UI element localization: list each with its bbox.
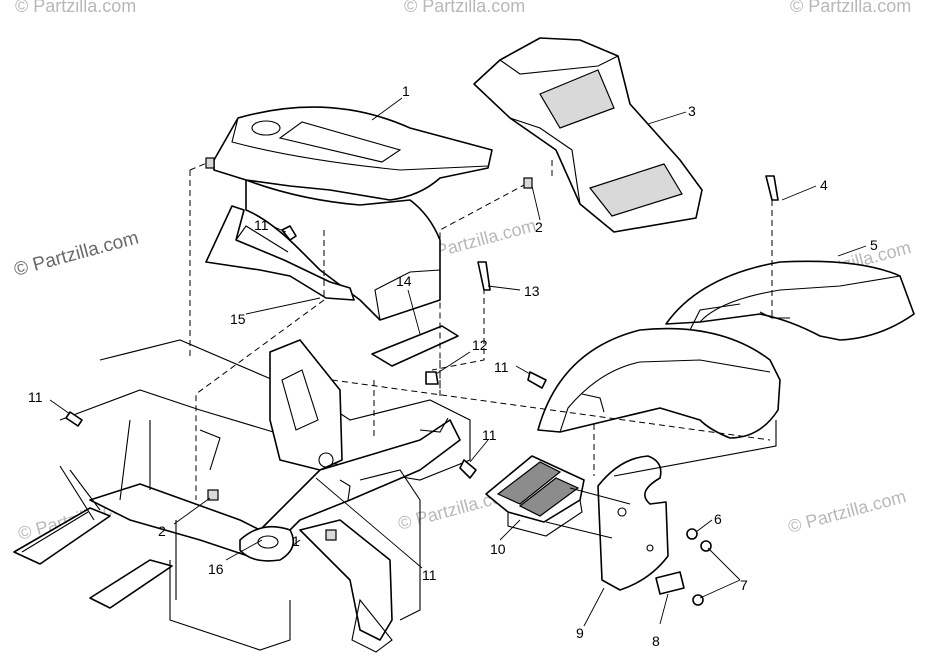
callout-11-e: 11 (422, 567, 437, 583)
callout-8: 8 (652, 633, 660, 649)
assembly-lines (189, 159, 777, 539)
part-14-bracket-plate (371, 325, 459, 367)
callout-11-c: 11 (28, 389, 43, 405)
part-8-plate (655, 571, 685, 595)
callout-11-d: 11 (482, 427, 497, 443)
part-front-fender (537, 327, 781, 439)
callout-13: 13 (524, 283, 540, 299)
rivet-icon (477, 261, 491, 291)
callout-2-top: 2 (535, 219, 543, 235)
watermark-top-center: © Partzilla.com (404, 0, 525, 16)
part-15-cab-skirt (205, 205, 355, 301)
callout-9: 9 (576, 625, 584, 641)
watermark-top-right: © Partzilla.com (790, 0, 911, 16)
callout-6: 6 (714, 511, 722, 527)
watermark-top-left: © Partzilla.com (15, 0, 136, 16)
watermark-left-large: © Partzilla.com (12, 227, 141, 280)
watermark-lower-right: © Partzilla.com (786, 486, 908, 537)
callout-12: 12 (472, 337, 488, 353)
callout-7: 7 (740, 577, 748, 593)
callout-2-bottom: 2 (158, 523, 166, 539)
hardware-items (65, 157, 779, 606)
chassis-frame (13, 339, 471, 653)
clip-icon (205, 157, 215, 169)
callout-labels: 1 3 4 5 2 11 15 14 13 12 11 11 11 6 7 8 … (28, 83, 878, 649)
screw-icon (281, 225, 297, 241)
part-3-storage-box (473, 37, 703, 233)
callout-10: 10 (490, 541, 506, 557)
part-5-rear-fender (665, 260, 915, 341)
screw-icon (527, 371, 547, 389)
callout-11-a: 11 (254, 217, 269, 233)
leader-lines (49, 97, 867, 627)
clip-icon (523, 177, 533, 189)
callout-3: 3 (688, 103, 696, 119)
callout-5: 5 (870, 237, 878, 253)
part-9-mud-flap (597, 455, 669, 591)
callout-1-top: 1 (402, 83, 410, 99)
callout-15: 15 (230, 311, 246, 327)
part-1-front-cab (213, 106, 493, 321)
callout-16: 16 (208, 561, 224, 577)
callout-4: 4 (820, 177, 828, 193)
nut-icon (425, 371, 439, 385)
callout-1-bottom: 1 (292, 533, 300, 549)
screw-icon (65, 411, 83, 427)
nut-icon (692, 594, 704, 606)
clip-icon (207, 489, 219, 501)
washer-icon (686, 528, 698, 540)
callout-11-b: 11 (494, 359, 509, 375)
part-10-step-plate (485, 455, 585, 537)
screw-icon (459, 459, 477, 479)
push-pin-icon (765, 175, 779, 201)
callout-14: 14 (396, 273, 412, 289)
clip-icon (325, 529, 337, 541)
